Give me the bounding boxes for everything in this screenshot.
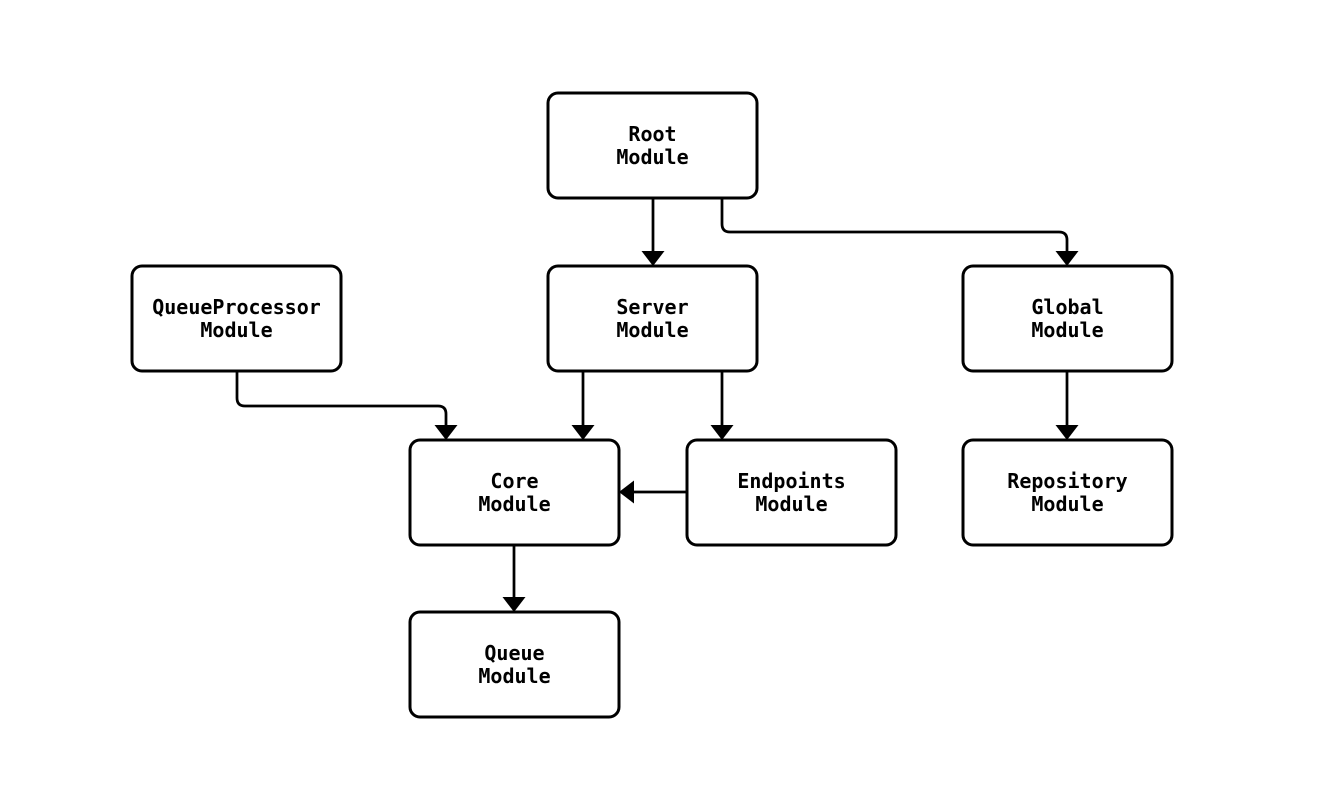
arrowhead-endpoints-to-core [619,480,634,504]
node-endpoints-box [685,438,898,547]
arrowhead-queueprocessor-to-core [434,425,458,440]
node-root-box [546,91,759,200]
node-global-box [961,264,1174,373]
node-queue-box [408,610,621,719]
arrowhead-root-to-global [1055,251,1079,266]
node-core-box [408,438,621,547]
arrowhead-server-to-core [571,425,595,440]
node-server-box [546,264,759,373]
arrowhead-server-to-endpoints [710,425,734,440]
arrowhead-global-to-repository [1055,425,1079,440]
edge-root-to-global [720,198,1069,251]
arrowhead-core-to-queue [502,597,526,612]
arrowhead-root-to-server [641,251,665,266]
edge-queueprocessor-to-core [235,371,448,425]
node-repository-box [961,438,1174,547]
node-queueprocessor-box [130,264,343,373]
